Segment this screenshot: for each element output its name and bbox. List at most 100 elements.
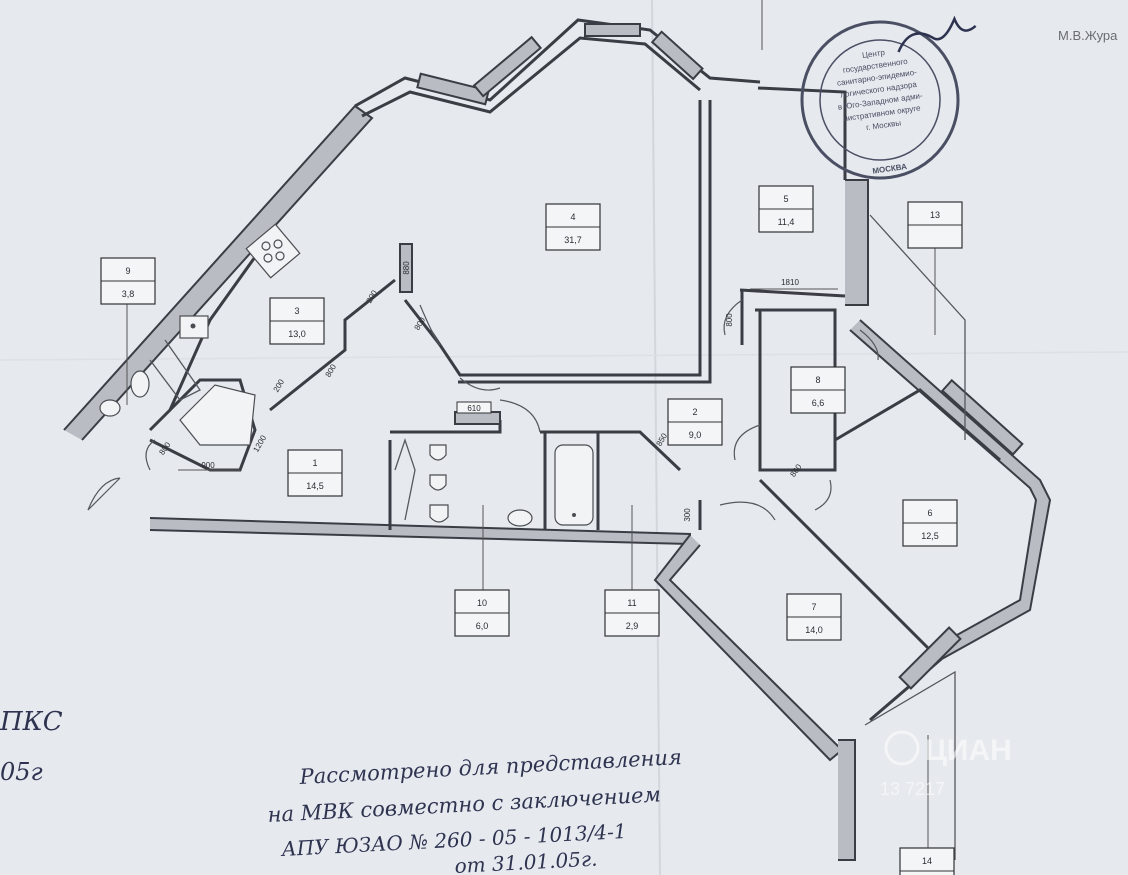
door-room6: [814, 479, 832, 511]
room-tag-13: 13: [907, 201, 963, 249]
corner-text-top-right: М.В.Жура: [1058, 28, 1118, 43]
wall-south: [149, 517, 691, 546]
wall-room8: [755, 308, 837, 472]
room-area: 3,8: [122, 289, 135, 299]
room-tag-10: 106,0: [454, 589, 510, 637]
door-entrance-leaf: [87, 477, 121, 511]
handwriting-line-1: Рассмотрено для представления: [298, 745, 682, 789]
column-880: [399, 243, 413, 293]
wall-bath2-north: [540, 430, 682, 472]
corner-text-left-a: ПКС: [0, 707, 63, 737]
doors: [87, 299, 879, 521]
room-number: 8: [815, 375, 820, 385]
dim-200-a: 200: [272, 377, 287, 394]
room-tag-3: 313,0: [269, 297, 325, 345]
wall-room7-west: [653, 534, 844, 762]
wall-room1-room3: [269, 278, 396, 412]
room-tag-6: 612,5: [902, 499, 958, 547]
room-tag-14: 14: [899, 847, 955, 875]
corner-text-left-b: 05г: [0, 758, 43, 786]
dim-1810: 1810: [781, 278, 799, 287]
stamp-line-7: г. Москвы: [866, 118, 902, 132]
wall-room6-outer: [849, 319, 1052, 662]
door-room3: [419, 304, 441, 346]
room-number: 10: [477, 598, 487, 608]
room-number: 1: [312, 458, 317, 468]
room-tags: 93,8313,0431,7511,41386,629,0114,5612,51…: [100, 185, 963, 875]
wall-room3-room4: [403, 299, 442, 346]
dim-900: 900: [201, 461, 215, 470]
wall-kitchen-bath: [148, 249, 262, 432]
dim-610: 610: [467, 404, 481, 413]
room-number: 4: [570, 212, 575, 222]
outer-walls: [63, 18, 761, 546]
dimension-labels: 1810 610 900 1200 800 800 800 800 200 20…: [157, 261, 803, 522]
dim-880: 880: [402, 261, 411, 275]
window-north-2: [472, 35, 543, 98]
room-number: 14: [922, 856, 932, 866]
room-area: 14,5: [306, 481, 324, 491]
door-room8: [733, 424, 761, 461]
door-room13: [859, 329, 879, 361]
stamp-line-1: Центр: [862, 48, 886, 60]
room-number: 9: [125, 266, 130, 276]
room-area: 9,0: [689, 430, 702, 440]
column-610: [454, 411, 501, 425]
interior-partitions: [148, 243, 744, 530]
window-room7: [898, 626, 962, 690]
door-wc: [499, 399, 541, 433]
dim-box-610: [456, 401, 492, 414]
stove: [245, 223, 301, 279]
door-room4: [459, 377, 501, 391]
door-bath: [145, 439, 156, 471]
bathtub-drain: [572, 513, 576, 517]
dim-860: 860: [788, 462, 803, 479]
wall-east-column: [845, 179, 869, 306]
wall-room4: [428, 100, 702, 377]
watermark-logo-icon: [884, 730, 920, 766]
sink-counter-room10: [394, 437, 416, 521]
room-number: 5: [783, 194, 788, 204]
handwritten-note: Рассмотрено для представления на МВК сов…: [267, 745, 682, 875]
official-stamp: Центр государственного санитарно-эпидеми…: [800, 15, 977, 180]
room-tag-8: 86,6: [790, 366, 846, 414]
paper-fold: [0, 351, 1128, 361]
door-entrance: [87, 477, 121, 511]
room-tag-11: 112,9: [604, 589, 660, 637]
dim-800-room5: 800: [725, 313, 734, 327]
dim-800-bath: 800: [157, 440, 172, 457]
wall-diagonal-west: [63, 104, 374, 441]
burner: [263, 253, 273, 263]
toilet-room9: [130, 370, 150, 398]
wall-room14-edge: [864, 670, 956, 860]
room-number: 7: [811, 602, 816, 612]
leader-lines: [126, 0, 936, 848]
room-tag-7: 714,0: [786, 593, 842, 641]
room-area: 6,0: [476, 621, 489, 631]
window-north-4: [650, 30, 704, 81]
room-tag-9: 93,8: [100, 257, 156, 305]
watermark: ЦИАН 13 7217: [880, 730, 1012, 799]
room-number: 13: [930, 210, 940, 220]
paper-fold: [651, 0, 661, 875]
room-tag-4: 431,7: [545, 203, 601, 251]
wall-room5-south: [739, 288, 846, 298]
wall-north: [354, 18, 761, 108]
washbasin-room9: [99, 399, 121, 417]
room-area: 12,5: [921, 531, 939, 541]
burner: [275, 251, 285, 261]
window-room6: [940, 378, 1024, 456]
dim-200-b: 200: [365, 288, 380, 305]
bidet-room10: [429, 474, 447, 491]
toilet-room10: [429, 444, 447, 461]
toilet-room10-b: [429, 504, 449, 523]
room-tag-2: 29,0: [667, 398, 723, 446]
room-number: 2: [692, 407, 697, 417]
room-area: 14,0: [805, 625, 823, 635]
washbasin-room10: [507, 509, 533, 527]
room-number: 11: [627, 598, 636, 608]
wall-room13: [869, 214, 966, 440]
door-room5: [723, 299, 743, 336]
wall-north-inner: [361, 36, 701, 118]
signature-mark: [897, 15, 977, 53]
